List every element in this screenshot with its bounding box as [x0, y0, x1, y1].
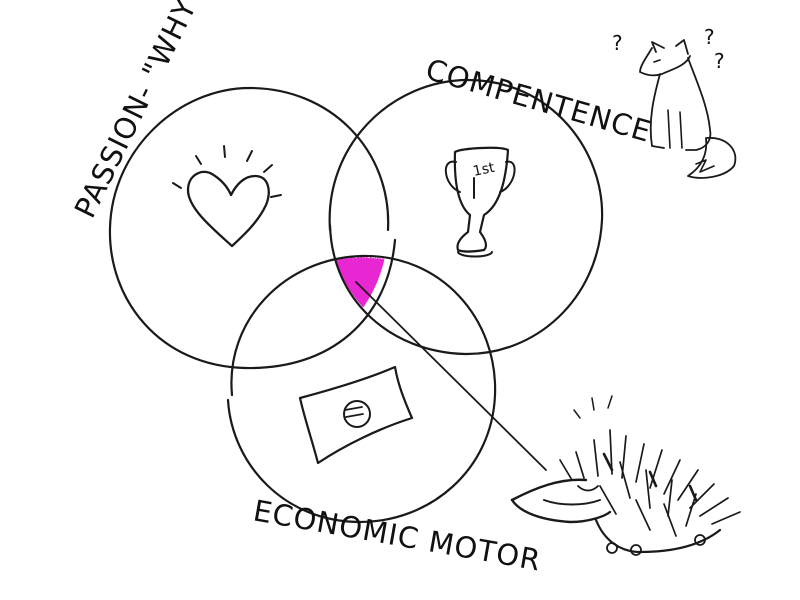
hedgehog-icon [510, 395, 741, 556]
question-mark-top: ? [704, 25, 715, 49]
fox-icon: ? ? ? [612, 25, 737, 179]
hedgehog-spikes [559, 395, 741, 537]
question-mark-right: ? [714, 49, 725, 73]
heart-icon [172, 145, 282, 248]
circle-passion [108, 86, 397, 370]
label-economic: ECONOMIC MOTOR [251, 493, 544, 577]
trophy-text: 1st [472, 160, 497, 180]
label-competence: COMPENTENCE [422, 52, 655, 149]
euro-banknote-icon [298, 365, 414, 465]
circle-economic [226, 254, 497, 524]
question-mark-left: ? [612, 31, 623, 55]
circle-competence [328, 78, 604, 356]
pointer-line [355, 281, 547, 471]
trophy-icon: 1st [445, 146, 516, 258]
